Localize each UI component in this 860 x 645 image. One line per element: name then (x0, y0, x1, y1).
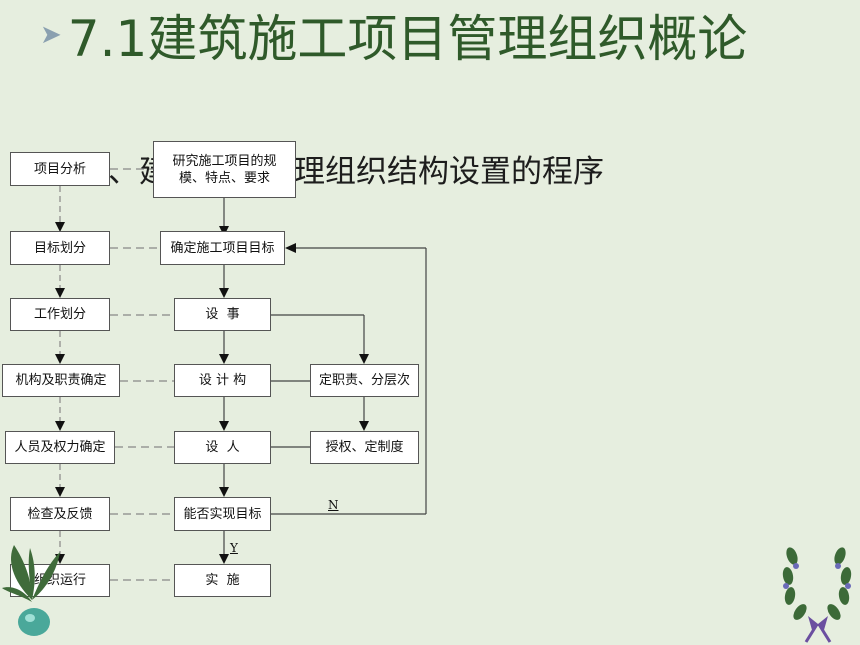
slide-title: 7.1建筑施工项目管理组织概论 (67, 10, 748, 68)
title-row: ➤ 7.1建筑施工项目管理组织概论 (40, 0, 747, 70)
box-work-division: 工作划分 (10, 298, 110, 331)
box-implement: 实 施 (174, 564, 271, 597)
box-set-task: 设 事 (174, 298, 271, 331)
bullet-arrow-icon: ➤ (40, 20, 62, 50)
wreath-decoration-icon (782, 547, 852, 643)
label-yes: Y (230, 541, 238, 555)
box-org-duty: 机构及职责确定 (2, 364, 120, 397)
box-set-target: 确定施工项目目标 (160, 231, 285, 265)
box-study-project: 研究施工项目的规模、特点、要求 (153, 141, 296, 198)
box-design-structure: 设 计 构 (174, 364, 271, 397)
box-duties-levels: 定职责、分层次 (310, 364, 419, 397)
label-no: N (328, 498, 339, 512)
box-check-feedback: 检查及反馈 (10, 497, 110, 531)
box-goal-achieved: 能否实现目标 (174, 497, 271, 531)
box-authorize-rules: 授权、定制度 (310, 431, 419, 464)
box-staff-authority: 人员及权力确定 (5, 431, 115, 464)
plant-decoration-icon (2, 545, 60, 636)
box-assign-staff: 设 人 (174, 431, 271, 464)
box-goal-division: 目标划分 (10, 231, 110, 265)
box-project-analysis: 项目分析 (10, 152, 110, 186)
